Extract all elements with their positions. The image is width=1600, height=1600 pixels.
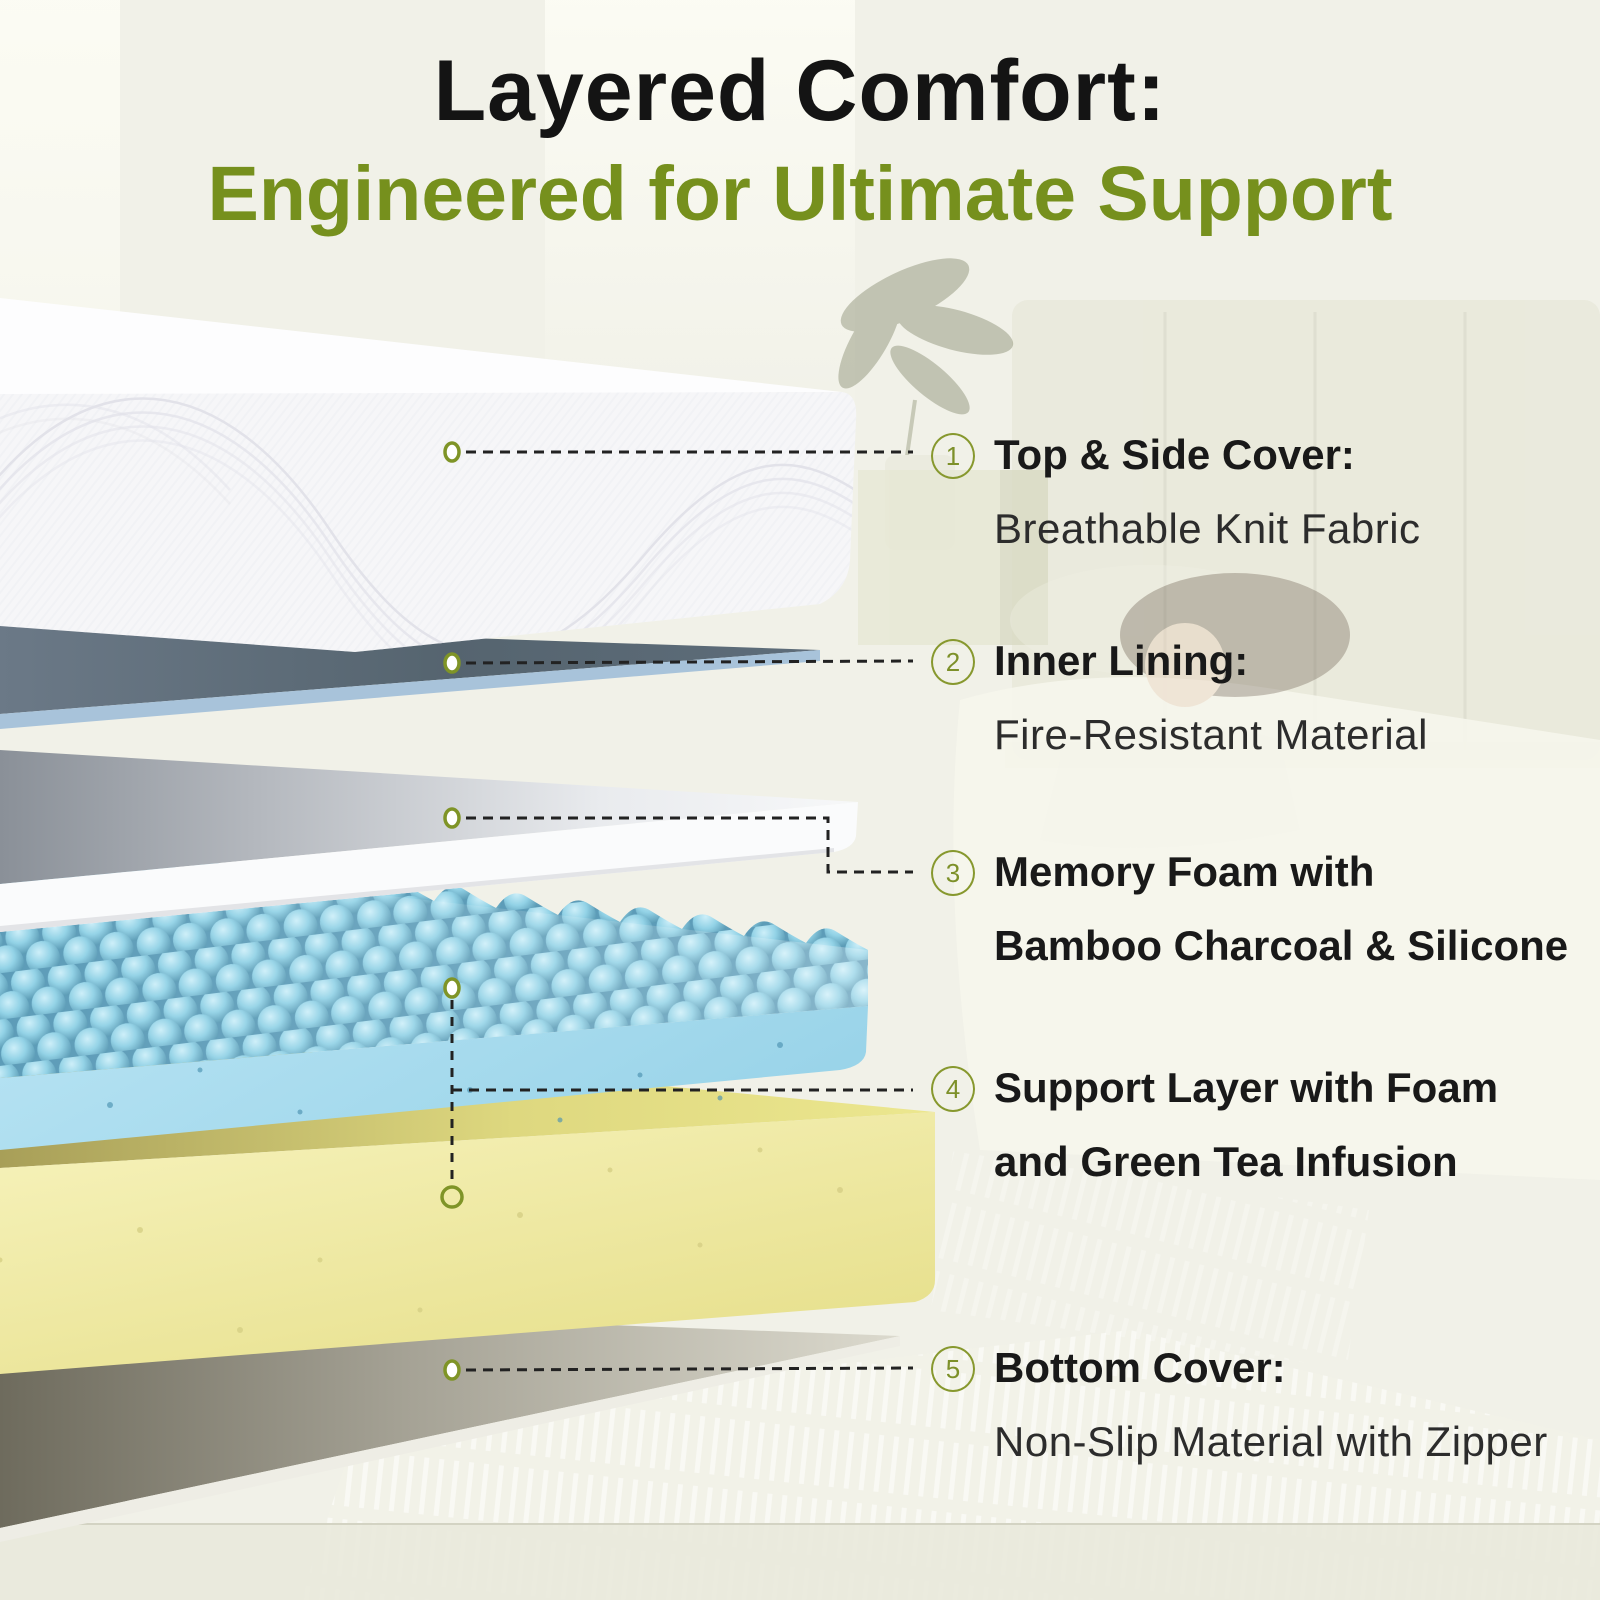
page-subtitle: Engineered for Ultimate Support (207, 151, 1393, 237)
callout-support-layer: 4 Support Layer with Foam and Green Tea … (931, 1051, 1498, 1199)
dot-layer-1 (443, 441, 461, 463)
callout-5-subtext: Non-Slip Material with Zipper (994, 1418, 1548, 1465)
page-title: Layered Comfort: (433, 43, 1167, 139)
leader-lines (450, 450, 914, 1372)
layer-bottom-cover (0, 1302, 900, 1542)
layer-memory-foam (0, 750, 858, 932)
callout-4-heading-line2: and Green Tea Infusion (994, 1138, 1458, 1185)
callout-4-text: Support Layer with Foam and Green Tea In… (994, 1051, 1498, 1199)
yellow-speckles (0, 1147, 843, 1333)
callout-3-number-badge: 3 (931, 850, 975, 896)
nightstand (858, 470, 1048, 645)
callout-memory-foam: 3 Memory Foam with Bamboo Charcoal & Sil… (931, 835, 1568, 983)
callout-1-subtext: Breathable Knit Fabric (994, 505, 1421, 552)
layer-top-cover (0, 298, 857, 652)
callout-inner-lining: 2 Inner Lining: Fire-Resistant Material (931, 624, 1428, 772)
callout-2-text: Inner Lining: Fire-Resistant Material (994, 624, 1428, 772)
callout-5-text: Bottom Cover: Non-Slip Material with Zip… (994, 1331, 1548, 1479)
open-circle-layer-4 (440, 1185, 464, 1209)
callout-1-heading: Top & Side Cover: (994, 431, 1355, 478)
callout-bottom-cover: 5 Bottom Cover: Non-Slip Material with Z… (931, 1331, 1548, 1479)
leader-line-5 (465, 1366, 914, 1372)
callout-3-text: Memory Foam with Bamboo Charcoal & Silic… (994, 835, 1568, 983)
leader-line-2 (465, 659, 914, 665)
callout-top-side-cover: 1 Top & Side Cover: Breathable Knit Fabr… (931, 418, 1421, 566)
bed-duvet (953, 677, 1600, 1180)
callout-1-number-badge: 1 (931, 433, 975, 479)
callout-5-heading: Bottom Cover: (994, 1344, 1286, 1391)
dot-layer-2 (443, 652, 461, 674)
callout-1-text: Top & Side Cover: Breathable Knit Fabric (994, 418, 1421, 566)
callout-5-number-badge: 5 (931, 1346, 975, 1392)
dot-layer-4 (443, 977, 461, 999)
dot-layer-5 (443, 1359, 461, 1381)
callout-4-heading: Support Layer with Foam (994, 1064, 1499, 1111)
layer-inner-lining (0, 622, 820, 729)
callout-2-number-badge: 2 (931, 639, 975, 685)
window-light-band (545, 0, 855, 430)
callout-3-heading: Memory Foam with (994, 848, 1375, 895)
callout-3-heading-line2: Bamboo Charcoal & Silicone (994, 922, 1569, 969)
callout-4-number-badge: 4 (931, 1066, 975, 1112)
callout-2-heading: Inner Lining: (994, 637, 1249, 684)
dot-layer-3 (443, 807, 461, 829)
floor-strip (0, 1523, 1600, 1600)
callout-2-subtext: Fire-Resistant Material (994, 711, 1428, 758)
sleeping-person (1010, 565, 1350, 848)
leader-dots (440, 441, 464, 1381)
